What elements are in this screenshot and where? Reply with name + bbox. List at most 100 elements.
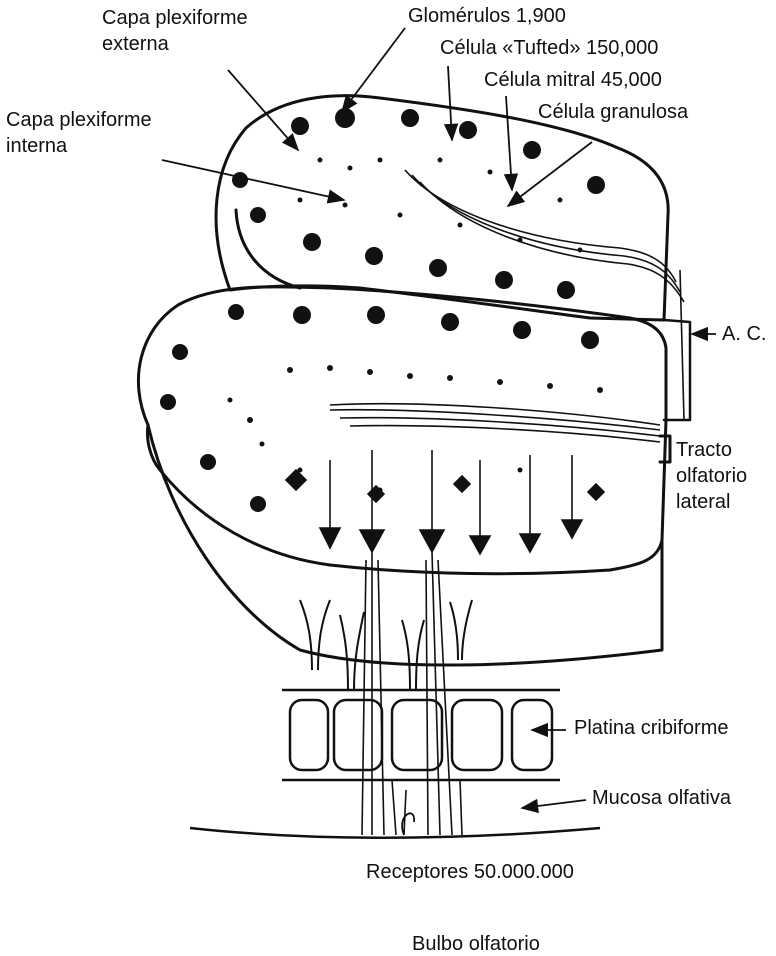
cell-dot: [597, 387, 603, 393]
cell-dot: [367, 369, 373, 375]
glomerulus: [291, 117, 309, 135]
fiber-tuft: [450, 600, 472, 660]
cell-dot: [260, 442, 265, 447]
axon-fiber: [330, 410, 660, 430]
cell-dot: [247, 417, 253, 423]
cell-dot: [398, 213, 403, 218]
glomerulus: [250, 207, 266, 223]
label-glomerulos: Glomérulos 1,900: [408, 4, 566, 28]
glomerulus: [303, 233, 321, 251]
receptor-axon: [362, 560, 366, 835]
cell-dot: [447, 375, 453, 381]
leader-tufted: [448, 66, 452, 140]
label-capa-externa-line1: Capa plexiforme: [102, 6, 248, 30]
glomerulus: [587, 176, 605, 194]
glomerulus: [160, 394, 176, 410]
plate-compartment: [334, 700, 382, 770]
label-celula-mitral: Célula mitral 45,000: [484, 68, 662, 92]
figure-caption: Bulbo olfatorio: [412, 932, 540, 956]
cell-dot: [518, 238, 523, 243]
label-capa-externa-line2: externa: [102, 32, 169, 56]
label-celula-granulosa: Célula granulosa: [538, 100, 688, 124]
label-celula-tufted: Célula «Tufted» 150,000: [440, 36, 658, 60]
cell-dots-group: [228, 158, 604, 493]
cribriform-plate: [282, 690, 560, 780]
leader-mucosa: [522, 800, 586, 808]
glomerulus: [459, 121, 477, 139]
cell-dot: [547, 383, 553, 389]
cell-dot: [518, 468, 523, 473]
cell-dot: [318, 158, 323, 163]
label-tracto-line2: olfatorio: [676, 464, 747, 488]
mitral-cell: [320, 528, 340, 548]
label-mucosa-olfativa: Mucosa olfativa: [592, 786, 731, 810]
cell-dot: [458, 223, 463, 228]
glomerulus: [228, 304, 244, 320]
glomerulus: [293, 306, 311, 324]
receptor-axon: [432, 552, 440, 835]
receptor-axon: [392, 780, 396, 835]
glomerulus: [495, 271, 513, 289]
glomerulus: [401, 109, 419, 127]
cell-dot: [497, 379, 503, 385]
tufted-cell: [286, 470, 306, 490]
tufted-cell: [588, 484, 604, 500]
axon-fiber: [412, 175, 680, 292]
glomerulus: [513, 321, 531, 339]
mitral-cell: [360, 530, 384, 552]
glomerulus: [232, 172, 248, 188]
label-tracto-line3: lateral: [676, 490, 730, 514]
glomerulus: [429, 259, 447, 277]
glomerulus: [523, 141, 541, 159]
fiber-tuft: [340, 612, 364, 690]
receptor-fibers-group: [362, 552, 462, 835]
label-capa-interna-line1: Capa plexiforme: [6, 108, 152, 132]
cell-dot: [558, 198, 563, 203]
axon-fiber: [350, 426, 660, 442]
tract-bundle: [664, 320, 690, 420]
plate-compartment: [512, 700, 552, 770]
cell-dot: [287, 367, 293, 373]
axon-fiber: [420, 182, 684, 302]
label-tracto-line1: Tracto: [676, 438, 732, 462]
mitral-cell: [470, 536, 490, 554]
cell-dot: [407, 373, 413, 379]
receptor-axon: [438, 560, 452, 835]
glomerulus: [581, 331, 599, 349]
cell-dot: [378, 158, 383, 163]
label-ac: A. C.: [722, 322, 766, 346]
plate-compartment: [290, 700, 328, 770]
mitral-cell: [420, 530, 444, 552]
glomerulus: [441, 313, 459, 331]
fiber-tufts-group: [300, 600, 472, 690]
leader-mitral: [506, 96, 512, 190]
axon-fiber: [680, 270, 684, 420]
label-receptores: Receptores 50.000.000: [366, 860, 574, 884]
cell-dot: [488, 170, 493, 175]
tufted-cell: [454, 476, 470, 492]
plate-compartment: [452, 700, 502, 770]
mitral-cell: [520, 534, 540, 552]
glomerulus: [367, 306, 385, 324]
glomerulus: [250, 496, 266, 512]
lower-lobe-outline: [138, 287, 666, 574]
cell-dot: [578, 248, 583, 253]
mitral-cell: [562, 520, 582, 538]
receptor-axon: [378, 560, 384, 835]
cell-dot: [228, 398, 233, 403]
cell-dot: [327, 365, 333, 371]
receptor-axon: [404, 790, 406, 835]
cell-dot: [348, 166, 353, 171]
upper-lobe-inner-edge: [236, 210, 300, 288]
label-platina-cribiforme: Platina cribiforme: [574, 716, 729, 740]
glomerulus: [200, 454, 216, 470]
leader-granulosa: [508, 142, 592, 206]
glomerulus: [365, 247, 383, 265]
glomerulus: [335, 108, 355, 128]
axon-fiber: [340, 418, 660, 436]
cell-dot: [438, 158, 443, 163]
fiber-tuft: [300, 600, 330, 670]
receptor-axon: [426, 560, 428, 835]
leader-capa-interna: [162, 160, 344, 200]
